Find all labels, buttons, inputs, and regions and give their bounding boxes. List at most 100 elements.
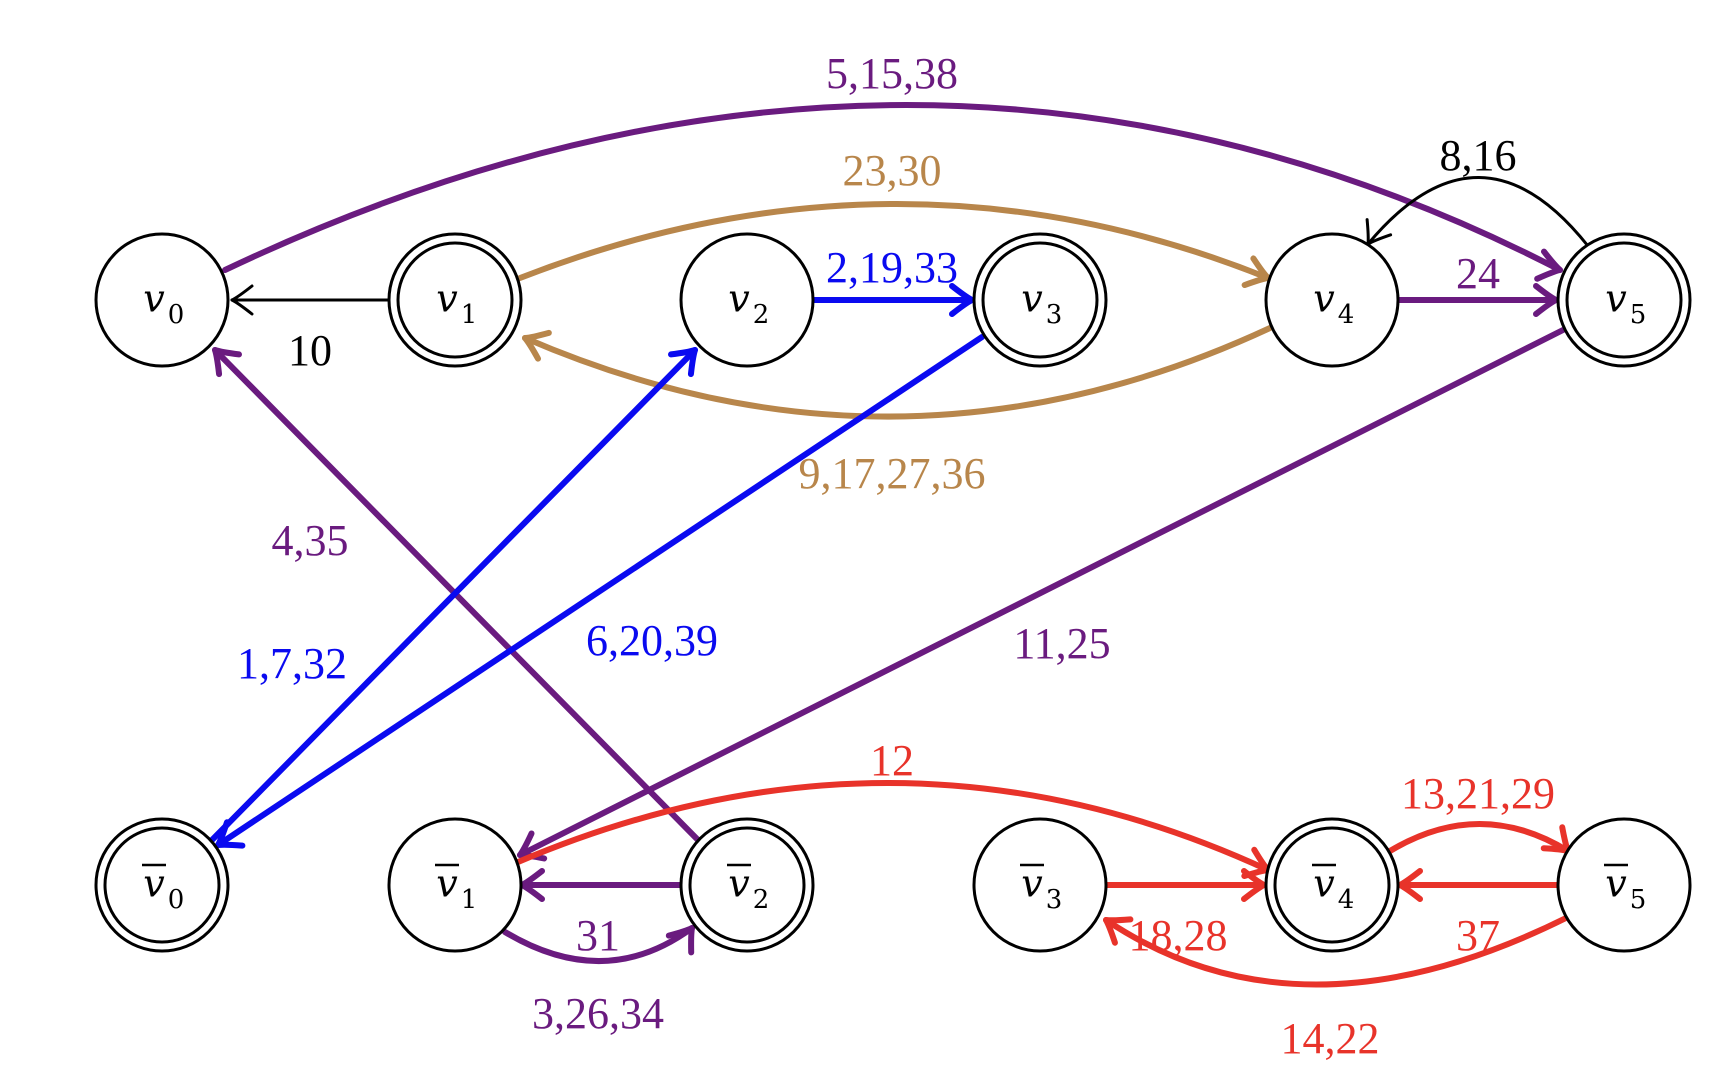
state-subscript: 4: [1338, 885, 1355, 915]
edge-vb5-to-vb3: [1103, 915, 1569, 988]
edge-label: 24: [1456, 249, 1500, 298]
edge-label: 18,28: [1129, 911, 1228, 960]
arrowhead: [230, 284, 254, 316]
state-label: v: [1313, 862, 1335, 906]
arrowhead: [1103, 916, 1134, 946]
edge-line: [517, 201, 1271, 281]
arrowhead: [1534, 248, 1563, 282]
state-subscript: 0: [168, 885, 185, 915]
state-circle: [1264, 232, 1400, 368]
edge-label: 8,16: [1440, 131, 1517, 180]
edge-label: 1,7,32: [237, 639, 347, 688]
state-label: v: [1605, 277, 1627, 321]
edge-label: 6,20,39: [586, 616, 718, 665]
edge-v3-to-vb0: [215, 334, 985, 849]
arrowhead: [949, 283, 975, 317]
edge-vb4-to-vb5: [1387, 821, 1571, 854]
arrowhead: [1397, 868, 1423, 902]
edge-line: [1103, 915, 1569, 988]
edge-label: 11,25: [1013, 619, 1110, 668]
edge-line: [517, 327, 1566, 858]
edge-v1-to-v0: [230, 284, 391, 316]
state-subscript: 3: [1046, 885, 1063, 915]
state-subscript: 2: [753, 885, 770, 915]
state-label: v: [1313, 277, 1335, 321]
accepting-ring: [1273, 826, 1391, 944]
edge-label: 12: [870, 736, 914, 785]
edge-v2-to-v3: [810, 283, 975, 317]
state-label: v: [728, 277, 750, 321]
state-label: v: [728, 862, 750, 906]
edges-layer: [209, 102, 1590, 988]
edge-vb1-to-vb2: [502, 925, 695, 964]
arrowhead: [212, 347, 243, 378]
state-subscript: 5: [1630, 300, 1647, 330]
accepting-ring: [103, 826, 221, 944]
edge-v0-to-v5: [222, 102, 1563, 282]
state-circle: [1264, 817, 1400, 953]
state-subscript: 4: [1338, 300, 1355, 330]
state-subscript: 0: [168, 300, 185, 330]
state-label: v: [1021, 277, 1043, 321]
accepting-ring: [688, 826, 806, 944]
state-label: v: [436, 862, 458, 906]
state-subscript: 1: [461, 300, 478, 330]
edge-vb3-to-vb4: [1103, 868, 1267, 902]
state-circle: [972, 232, 1108, 368]
arrowhead: [665, 925, 695, 956]
edge-line: [1387, 821, 1571, 854]
edge-label: 14,22: [1281, 1014, 1380, 1063]
edge-label: 10: [288, 326, 332, 375]
state-label: v: [143, 862, 165, 906]
state-circle: [1556, 817, 1692, 953]
state-circle: [1556, 232, 1692, 368]
state-circle: [387, 817, 523, 953]
edge-line: [222, 102, 1563, 273]
edge-label: 9,17,27,36: [799, 449, 986, 498]
edge-label: 13,21,29: [1401, 769, 1555, 818]
edge-v4-to-v5: [1395, 283, 1559, 317]
arrowhead: [667, 347, 698, 378]
edge-line: [515, 779, 1271, 873]
state-label: v: [1021, 862, 1043, 906]
state-circle: [972, 817, 1108, 953]
edge-label: 37: [1456, 911, 1500, 960]
edge-vb2-to-vb1: [519, 868, 684, 902]
state-subscript: 5: [1630, 885, 1647, 915]
state-circle: [94, 817, 230, 953]
edge-label: 31: [576, 911, 620, 960]
edge-label: 2,19,33: [826, 243, 958, 292]
state-circle: [387, 232, 523, 368]
accepting-ring: [396, 241, 514, 359]
edge-v1-to-v4: [517, 201, 1271, 289]
state-circle: [94, 232, 230, 368]
state-label: v: [143, 277, 165, 321]
edge-label: 4,35: [272, 516, 349, 565]
accepting-ring: [981, 241, 1099, 359]
state-subscript: 2: [753, 300, 770, 330]
state-subscript: 3: [1046, 300, 1063, 330]
state-circle: [679, 817, 815, 953]
state-circle: [679, 232, 815, 368]
arrowhead: [1533, 283, 1559, 317]
edge-line: [215, 334, 985, 848]
edge-line: [522, 325, 1273, 420]
state-subscript: 1: [461, 885, 478, 915]
state-label: v: [436, 277, 458, 321]
edge-v5-to-v4: [1365, 176, 1590, 248]
arrowhead: [215, 819, 246, 849]
edge-vb0-to-v2: [209, 347, 698, 843]
